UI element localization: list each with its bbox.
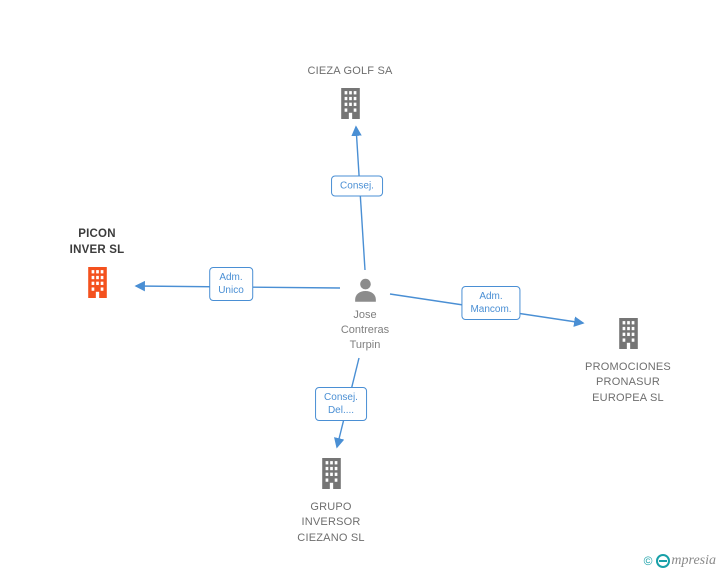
company-name[interactable]: PROMOCIONES PRONASUR EUROPEA SL	[585, 361, 671, 404]
relation-label-consej-del[interactable]: Consej. Del....	[315, 387, 367, 421]
edge-person-to-cieza-golf	[351, 125, 366, 271]
company-node-promociones-pronasur[interactable]: PROMOCIONES PRONASUR EUROPEA SL	[562, 318, 694, 406]
person-icon	[354, 278, 376, 302]
building-icon-highlighted	[87, 267, 107, 299]
relation-label-adm-unico[interactable]: Adm. Unico	[209, 267, 253, 301]
building-icon	[340, 88, 360, 120]
person-node-jose-contreras[interactable]: Jose Contreras Turpin	[303, 277, 427, 353]
building-icon	[618, 318, 638, 349]
company-name[interactable]: CIEZA GOLF SA	[307, 65, 393, 77]
copyright-symbol: ©	[643, 554, 653, 568]
company-name[interactable]: PICON INVER SL	[69, 228, 125, 257]
brand-text: mpresia	[671, 553, 716, 568]
empresia-brand-link[interactable]: © mpresia	[644, 553, 716, 569]
empresia-logo-icon	[656, 554, 671, 568]
company-node-grupo-inversor[interactable]: GRUPO INVERSOR CIEZANO SL	[271, 458, 391, 546]
relation-label-consejero[interactable]: Consej.	[331, 175, 383, 197]
company-node-picon-inver[interactable]: PICON INVER SL	[37, 226, 157, 299]
relation-label-adm-mancom[interactable]: Adm. Mancom.	[461, 286, 521, 320]
building-icon	[321, 458, 341, 489]
company-node-cieza-golf[interactable]: CIEZA GOLF SA	[285, 64, 415, 120]
person-name[interactable]: Jose Contreras Turpin	[340, 309, 390, 351]
company-name[interactable]: GRUPO INVERSOR CIEZANO SL	[297, 501, 365, 544]
